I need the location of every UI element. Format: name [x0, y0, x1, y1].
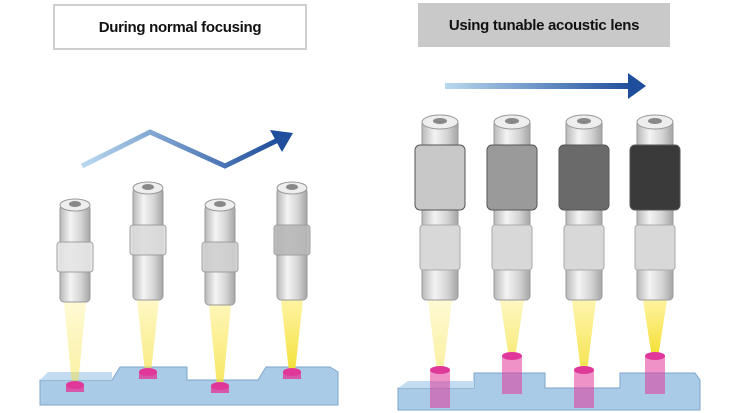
light-beam	[572, 300, 596, 372]
lens-aperture	[648, 118, 662, 124]
acoustic-lens-collar	[414, 144, 466, 211]
tunable-lens-3	[558, 114, 610, 408]
lens-sleeve	[491, 224, 533, 271]
light-beam	[137, 300, 159, 372]
zigzag-arrowhead	[270, 130, 293, 152]
acoustic-lens-collar	[558, 144, 610, 211]
lens-aperture	[505, 118, 519, 124]
light-beam	[428, 300, 452, 372]
light-beam	[643, 300, 667, 358]
lens-sleeve	[634, 224, 676, 271]
tunable-lens-2	[486, 114, 538, 394]
light-beam	[500, 300, 524, 358]
lens-aperture	[286, 184, 298, 190]
focus-target-body	[502, 356, 522, 394]
light-beam	[281, 300, 303, 372]
focus-target-body	[66, 385, 84, 392]
focus-target	[430, 366, 450, 374]
normal-lens-1	[56, 198, 94, 392]
focus-target-body	[211, 386, 229, 393]
left-substrate	[39, 366, 339, 406]
tunable-lens-label: Using tunable acoustic lens	[418, 3, 670, 47]
focus-target	[645, 352, 665, 360]
focus-target-body	[430, 370, 450, 408]
focus-target-body	[283, 372, 301, 379]
lens-aperture	[577, 118, 591, 124]
focus-target	[502, 352, 522, 360]
lens-aperture	[433, 118, 447, 124]
lens-aperture	[214, 201, 226, 207]
straight-arrowhead	[628, 73, 646, 99]
tunable-lens-4	[629, 114, 681, 394]
acoustic-lens-collar	[486, 144, 538, 211]
zigzag-focus-arrow	[80, 129, 280, 169]
normal-lens-2	[129, 181, 167, 379]
lens-collar	[273, 224, 311, 256]
lens-aperture	[142, 184, 154, 190]
light-beam	[64, 302, 86, 385]
acoustic-lens-collar	[629, 144, 681, 211]
right-substrate	[397, 372, 701, 411]
lens-sleeve	[419, 224, 461, 271]
tunable-lens-1	[414, 114, 466, 408]
light-beam	[209, 305, 231, 386]
lens-collar	[129, 224, 167, 256]
focus-target-body	[139, 372, 157, 379]
lens-collar	[201, 241, 239, 273]
focus-target-body	[574, 370, 594, 408]
lens-sleeve	[563, 224, 605, 271]
focus-target	[574, 366, 594, 374]
focus-target-body	[645, 356, 665, 394]
lens-collar	[56, 241, 94, 273]
normal-lens-4	[273, 181, 311, 379]
straight-arrow-shaft	[445, 83, 630, 89]
normal-lens-3	[201, 198, 239, 393]
lens-aperture	[69, 201, 81, 207]
normal-focusing-label: During normal focusing	[53, 4, 307, 50]
